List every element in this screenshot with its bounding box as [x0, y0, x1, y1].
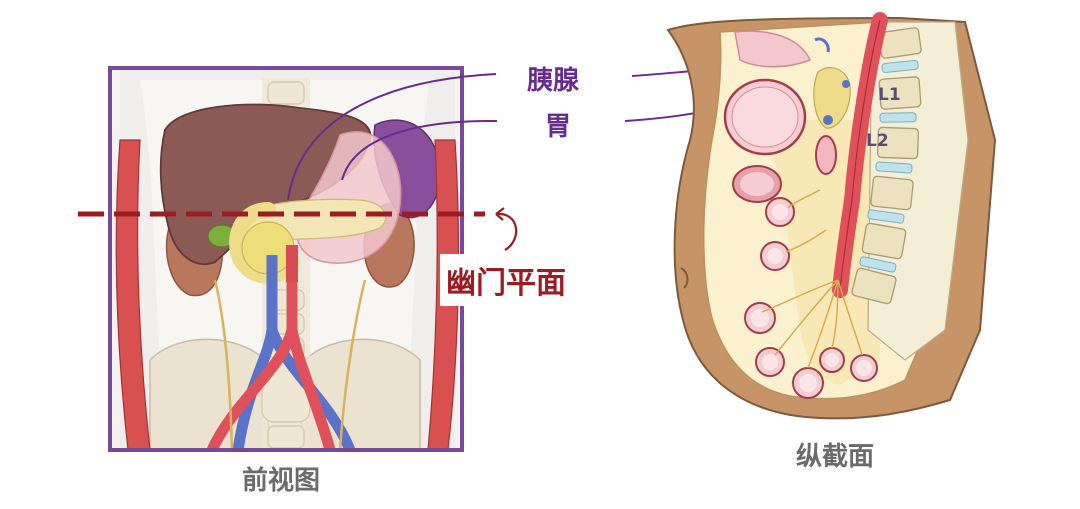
pancreas-sagittal: [813, 67, 851, 129]
sagittal-view-caption: 纵截面: [796, 442, 875, 472]
pancreas-leader-front: [287, 73, 497, 201]
vertebra-l2-label: L2: [866, 131, 889, 151]
stomach-label: 胃: [545, 112, 572, 142]
pancreas-label: 胰腺: [527, 66, 580, 96]
plane-pointer-arrow: [495, 212, 518, 251]
spine-sagittal: L1 L2: [851, 21, 969, 361]
vertebra-l1-label: L1: [878, 85, 901, 105]
sagittal-view-illustration: L1 L2: [666, 12, 997, 420]
front-view-illustration: [108, 66, 464, 453]
transpyloric-plane-label: 幽门平面: [440, 254, 572, 306]
duodenum: [229, 202, 300, 284]
stomach-leader-front: [341, 119, 498, 181]
front-view-caption: 前视图: [242, 466, 321, 496]
